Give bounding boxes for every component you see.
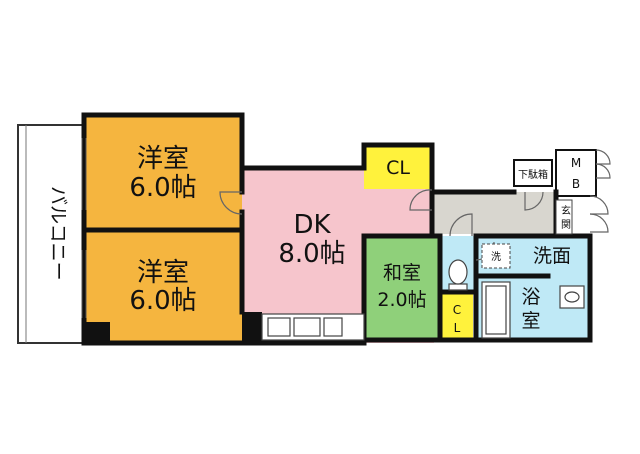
washer-label: 洗: [491, 251, 501, 263]
bathroom-label-2: 室: [521, 310, 540, 332]
washroom-label: 洗面: [533, 245, 571, 267]
wash-basin: [559, 285, 585, 309]
closet-small-l: L: [454, 321, 461, 335]
meter-box-b: B: [572, 177, 580, 191]
western-room-1-size: 6.0帖: [129, 173, 196, 203]
japanese-room: [364, 236, 440, 340]
walls: [81, 112, 593, 346]
western-room-2: [84, 230, 242, 343]
dk-name: DK: [293, 210, 331, 240]
closet-small: [440, 292, 473, 340]
balcony-label: バルコニー: [47, 186, 69, 281]
closet-top: [364, 145, 432, 189]
closet-top-label: CL: [386, 157, 410, 179]
western-room-1: [84, 115, 242, 230]
closet-small-c: C: [453, 303, 461, 317]
japanese-room-name: 和室: [383, 262, 421, 284]
japanese-room-size: 2.0帖: [377, 289, 426, 311]
meter-box-m: M: [571, 156, 581, 170]
kitchen-counter: [261, 313, 365, 341]
shoebox-label: 下駄箱: [518, 168, 548, 181]
western-room-2-name: 洋室: [137, 258, 189, 288]
hallway: [432, 192, 558, 234]
toilet-fixture: [448, 259, 468, 291]
dk-size: 8.0帖: [278, 239, 345, 269]
bathtub: [481, 281, 511, 339]
washer-box: [481, 243, 511, 269]
entrance-label-2: 関: [561, 219, 571, 231]
meter-box: [555, 149, 597, 197]
western-room-1-name: 洋室: [137, 144, 189, 174]
shoebox: [513, 159, 553, 187]
balcony: [17, 124, 85, 344]
entrance-label-1: 玄: [561, 204, 571, 217]
bathroom-label-1: 浴: [521, 286, 540, 308]
western-room-2-size: 6.0帖: [129, 286, 196, 316]
